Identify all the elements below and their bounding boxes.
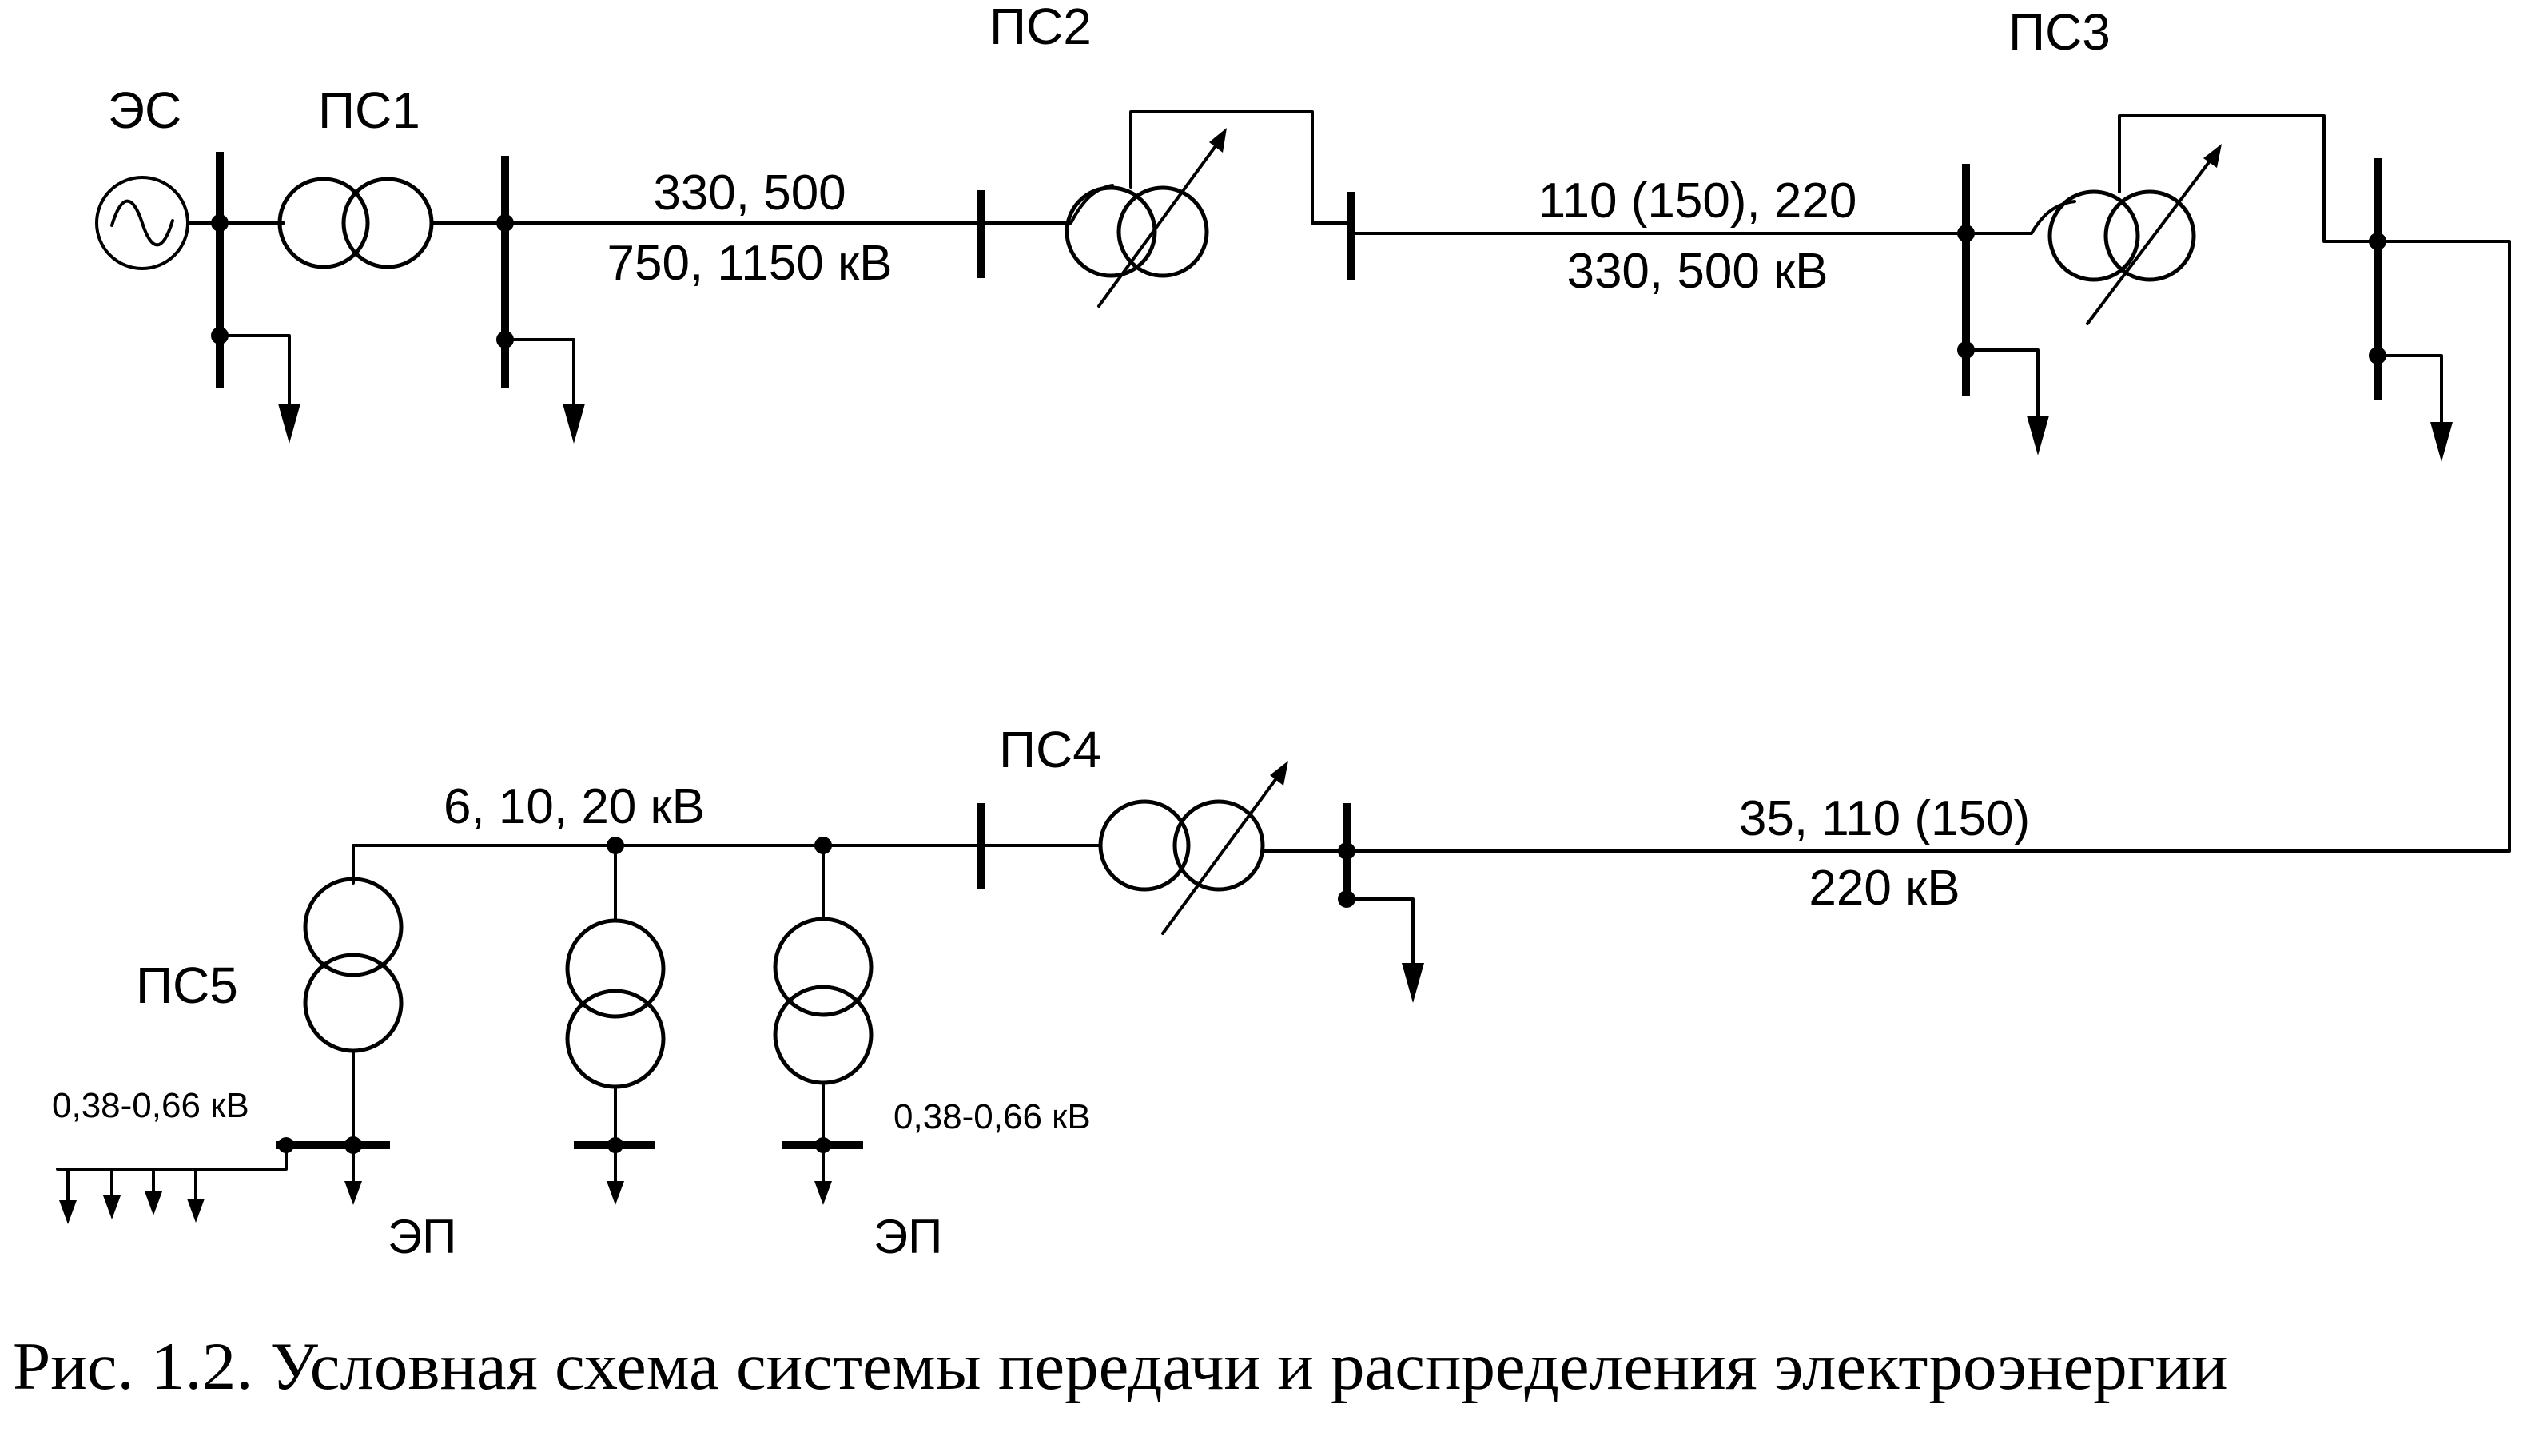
voltage-line3-bottom: 220 кВ (1809, 861, 1960, 916)
substation-ps3 (1957, 114, 2453, 462)
label-ps4: ПС4 (999, 721, 1101, 778)
load-arrow-icon (607, 1181, 624, 1205)
voltage-line3-top: 35, 110 (150) (1739, 791, 2030, 846)
consumer-arrows (59, 1168, 205, 1224)
label-ep-left: ЭП (388, 1210, 456, 1263)
load-arrow-icon (2430, 422, 2453, 462)
voltage-line1-top: 330, 500 (653, 165, 846, 221)
power-station (95, 152, 300, 444)
voltage-distribution: 6, 10, 20 кВ (444, 779, 705, 834)
transformer-icon (565, 918, 666, 1089)
transformer-icon (277, 177, 434, 269)
voltage-line2-top: 110 (150), 220 (1538, 173, 1857, 229)
label-ps2: ПС2 (989, 0, 1092, 55)
load-arrow-icon (814, 1181, 832, 1205)
transformer-icon (773, 917, 874, 1085)
line-distribution (352, 844, 983, 885)
label-ps1: ПС1 (318, 82, 420, 139)
line-ps3-ps4 (1345, 240, 2511, 853)
voltage-line1-bottom: 750, 1150 кВ (607, 236, 893, 291)
substation-ps2 (977, 110, 1355, 308)
load-arrow-icon (344, 1181, 362, 1205)
substation-ps1 (277, 156, 585, 444)
load-arrow-icon (2027, 416, 2049, 455)
regulating-transformer-icon (1098, 761, 1288, 935)
voltage-lv-left: 0,38-0,66 кВ (52, 1086, 249, 1125)
label-ps5: ПС5 (136, 957, 238, 1014)
regulating-transformer-icon (2047, 144, 2222, 325)
substation-middle (565, 844, 666, 1205)
voltage-lv-right: 0,38-0,66 кВ (893, 1097, 1091, 1136)
substation-ps5 (56, 877, 404, 1224)
load-arrow-icon (278, 404, 300, 444)
transformer-icon (303, 877, 404, 1053)
load-arrow-icon (563, 404, 585, 444)
regulating-transformer-icon (1065, 128, 1227, 308)
voltage-line2-bottom: 330, 500 кВ (1566, 244, 1828, 299)
figure-caption: Рис. 1.2. Условная схема системы передач… (13, 1329, 2228, 1404)
label-es: ЭС (108, 82, 181, 139)
substation-ps4 (977, 761, 1424, 1003)
substation-right (773, 844, 874, 1205)
load-arrow-icon (1402, 963, 1424, 1003)
label-ps3: ПС3 (2008, 3, 2111, 61)
label-ep-right: ЭП (874, 1210, 942, 1263)
